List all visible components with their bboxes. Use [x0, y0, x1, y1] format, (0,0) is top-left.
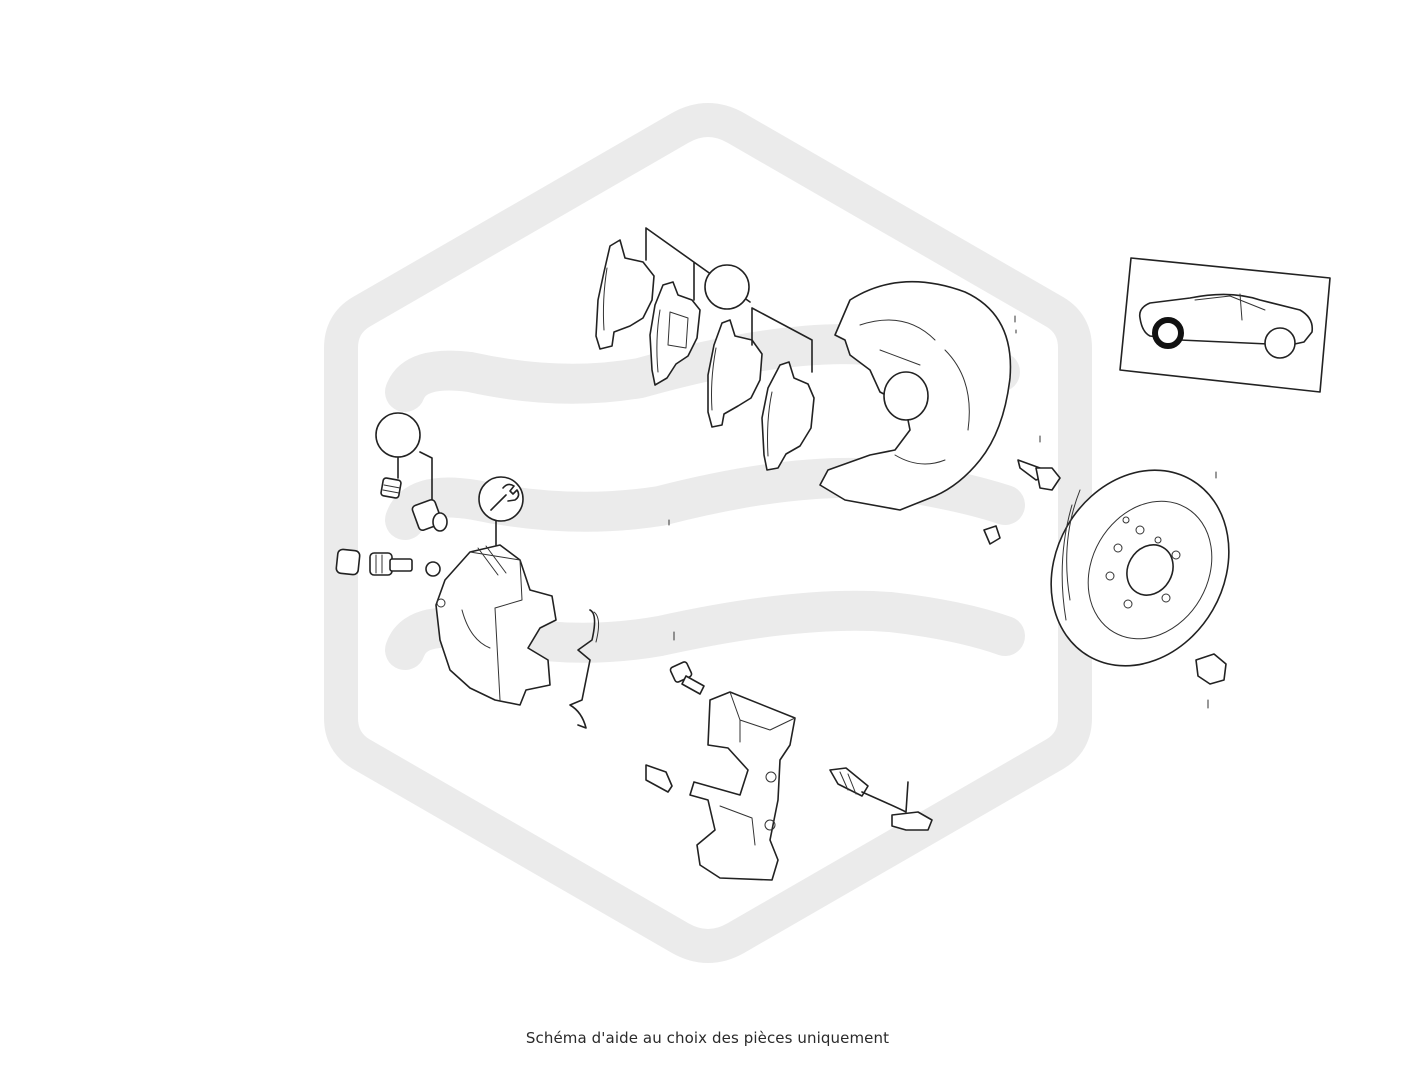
vehicle-position-inset [1119, 257, 1331, 393]
brake-pad-set-2[interactable] [707, 307, 815, 471]
wear-sensor[interactable] [829, 767, 933, 831]
caliper-carrier[interactable] [645, 519, 796, 881]
badge-circle-icon[interactable] [704, 264, 750, 310]
car-icon [1138, 293, 1314, 359]
brake-disc[interactable] [1016, 438, 1263, 699]
diagram-caption: Schéma d'aide au choix des pièces unique… [525, 1029, 890, 1047]
brake-pad-set-1[interactable] [595, 227, 751, 386]
front-left-wheel-highlight [1152, 317, 1184, 349]
caliper-spring-clip[interactable] [569, 609, 600, 729]
caliper-repair-kit[interactable] [335, 412, 448, 577]
badge-circle-icon[interactable] [375, 412, 421, 458]
watermark-logo [324, 103, 1092, 963]
brake-caliper[interactable] [435, 476, 557, 706]
brake-dust-shield[interactable] [819, 280, 1017, 511]
mounting-bolts[interactable] [983, 435, 1227, 709]
